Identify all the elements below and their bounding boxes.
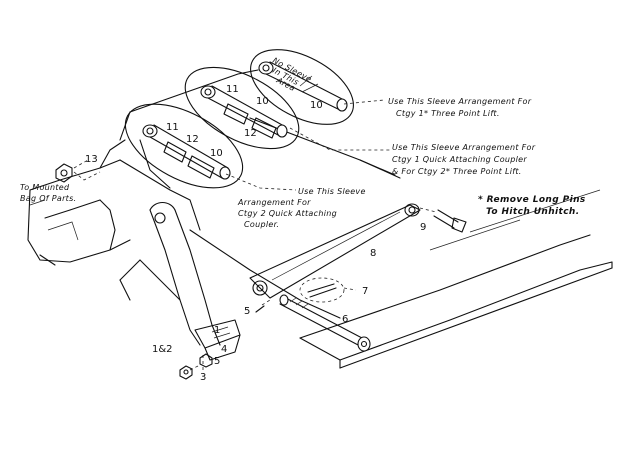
callout-remove-pins: * Remove Long Pins To Hitch Unhitch. (478, 195, 586, 217)
callout-coupler-line3: Ctgy 2 Quick Attaching (238, 209, 337, 218)
callout-three-point-line2: Ctgy 1* Three Point Lift. (396, 109, 500, 118)
part-10-label-b: 10 (256, 96, 269, 107)
part-9-label: 9 (420, 222, 426, 233)
mounted-bag-line2: Bag Of Parts. (20, 194, 76, 203)
frame-deck (27, 69, 613, 371)
nut-washer (55, 159, 89, 183)
sleeve-area-ctgy1-three-point (250, 49, 354, 125)
link-arm (249, 203, 421, 299)
part-12-label-b: 12 (244, 128, 257, 139)
callout-three-point: Use This Sleeve Arrangement For Ctgy 1* … (388, 97, 532, 118)
lower-nut (179, 353, 213, 380)
part-1-label: 1 (214, 325, 220, 336)
part-6-label: 6 (342, 314, 348, 325)
callout-coupler-line2: Arrangement For (237, 198, 311, 207)
callout-quick-line1: Use This Sleeve Arrangement For (392, 143, 536, 152)
part-11-label-a: 11 (166, 122, 179, 133)
part-10-label-a: 10 (210, 148, 223, 159)
hair-pin (299, 277, 357, 303)
sleeve-area-ctgy2-quick (124, 103, 244, 189)
mounted-bag-line1: To Mounted (20, 183, 70, 192)
long-pin (279, 294, 371, 352)
bolt (419, 207, 467, 233)
part-13-label: 13 (85, 154, 98, 165)
part-11-label-b: 11 (226, 84, 239, 95)
part-number-labels: 13 11 12 10 11 10 12 10 8 9 7 6 5 5 4 3 … (85, 84, 426, 383)
callout-quick-line2: Ctgy 1 Quick Attaching Coupler (392, 155, 527, 164)
leader-lines (73, 99, 390, 191)
callout-coupler-line1: Use This Sleeve (298, 187, 366, 196)
callout-quick-attach-ctgy1: Use This Sleeve Arrangement For Ctgy 1 Q… (392, 143, 536, 176)
remove-pins-line1: * Remove Long Pins (478, 195, 586, 205)
callout-quick-line3: & For Ctgy 2* Three Point Lift. (392, 167, 522, 176)
part-7-label: 7 (362, 286, 368, 297)
part-4-label: 4 (221, 344, 227, 355)
callout-three-point-line1: Use This Sleeve Arrangement For (388, 97, 532, 106)
callout-coupler-line4: Coupler. (244, 220, 279, 229)
cotter-pin (255, 299, 271, 313)
part-5-label: 5 (244, 306, 250, 317)
remove-pins-line2: To Hitch Unhitch. (486, 207, 580, 217)
callout-ctgy2-quick-coupler: Use This Sleeve Arrangement For Ctgy 2 Q… (237, 187, 366, 229)
part-8-label: 8 (370, 248, 376, 259)
part-12-label-a: 12 (186, 134, 199, 145)
part-10-label-c: 10 (310, 100, 323, 111)
callout-mounted-bag: To Mounted Bag Of Parts. (20, 183, 76, 203)
part-3-label: 3 (200, 372, 206, 383)
part-1and2-label: 1&2 (152, 344, 173, 355)
callout-no-sleeve: No Sleeve In This Area (271, 56, 313, 93)
part-5-label-b: 5 (214, 356, 220, 367)
